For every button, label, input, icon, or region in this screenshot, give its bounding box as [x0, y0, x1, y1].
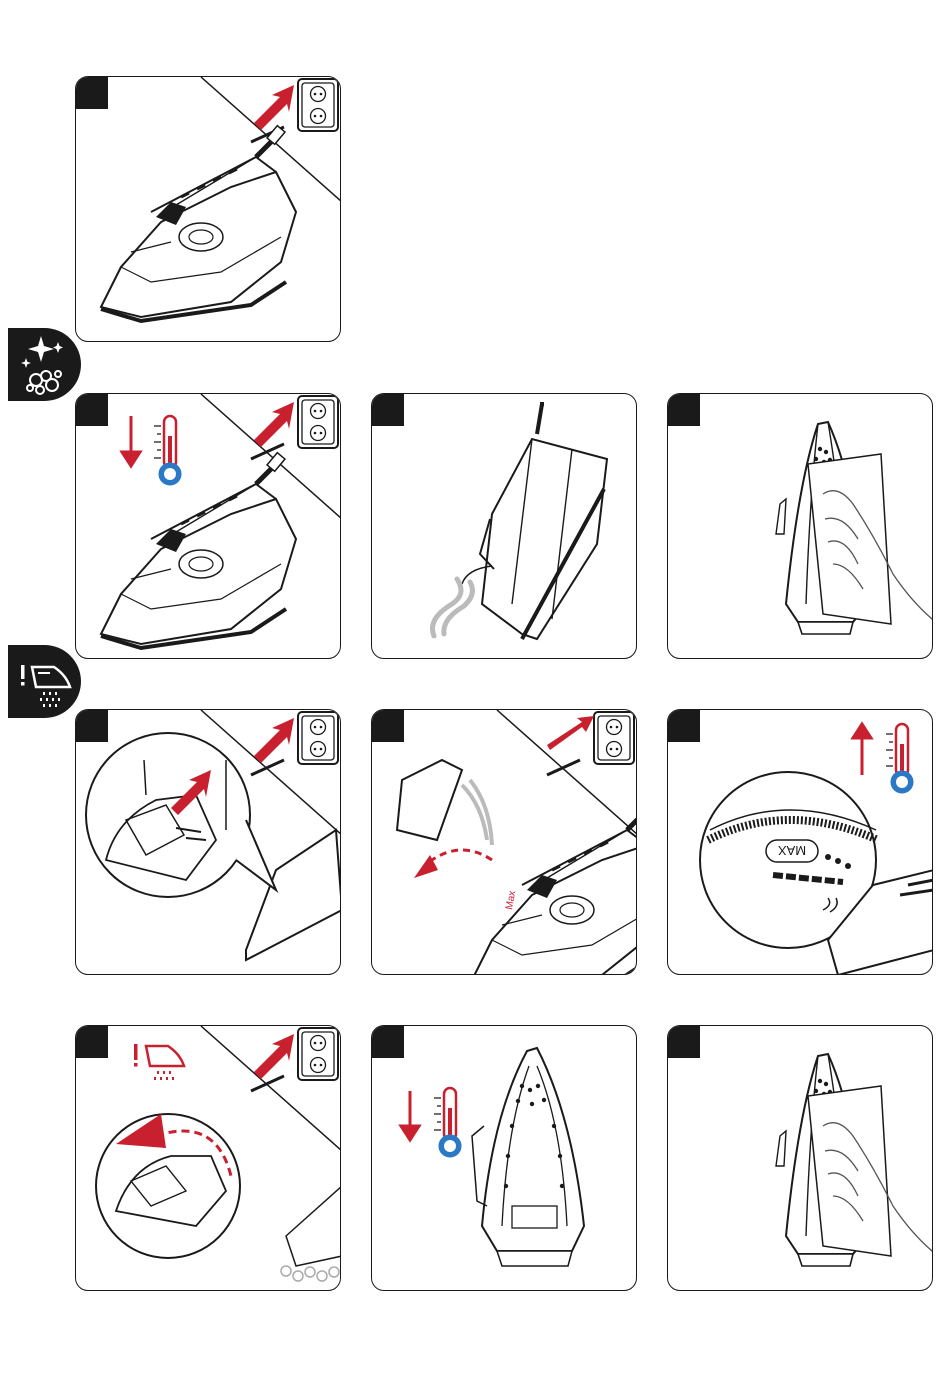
iron-unplugged-illustration	[76, 77, 341, 342]
steam-selector-illustration	[76, 710, 341, 975]
step-panel-wipe-soleplate	[667, 393, 933, 659]
cool-down-arrow-icon	[401, 1091, 419, 1140]
unplug-arrow-icon	[254, 85, 294, 130]
step-panel-steam-selector	[75, 709, 341, 975]
anti-drip-warning-icon	[8, 645, 81, 718]
plug-in-arrow-icon	[547, 716, 594, 750]
fill-tank-illustration: Max	[372, 710, 637, 975]
hand-cloth-icon	[808, 454, 933, 624]
anti-drip-selector-illustration	[76, 1026, 341, 1291]
step-panel-temperature-dial: MAX	[667, 709, 933, 975]
sparkle-cleaning-icon	[8, 328, 81, 401]
step-panel-anti-drip-selector	[75, 1025, 341, 1291]
step-panel-iron-on-heel	[371, 393, 637, 659]
wipe-soleplate-final-illustration	[668, 1026, 933, 1291]
iron-cooling-soleplate-illustration	[372, 1026, 637, 1291]
step-panel-fill-tank: Max	[371, 709, 637, 975]
thermometer-icon	[886, 724, 913, 793]
tank-max-label: Max	[504, 890, 518, 911]
thermometer-icon	[154, 416, 181, 485]
step-panel-iron-cooling	[75, 393, 341, 659]
temperature-dial-illustration: MAX	[668, 710, 933, 975]
wipe-soleplate-illustration	[668, 394, 933, 659]
anti-drip-warning-icon	[146, 1046, 184, 1066]
step-panel-wipe-soleplate-final	[667, 1025, 933, 1291]
step-panel-iron-unplugged	[75, 76, 341, 342]
thermometer-icon	[434, 1088, 461, 1157]
iron-cooling-illustration	[76, 394, 341, 659]
iron-on-heel-illustration	[372, 394, 637, 659]
heat-up-arrow-icon	[853, 724, 871, 775]
step-panel-iron-cooling-soleplate	[371, 1025, 637, 1291]
dial-max-label: MAX	[778, 843, 807, 858]
hand-cloth-icon	[808, 1086, 933, 1256]
